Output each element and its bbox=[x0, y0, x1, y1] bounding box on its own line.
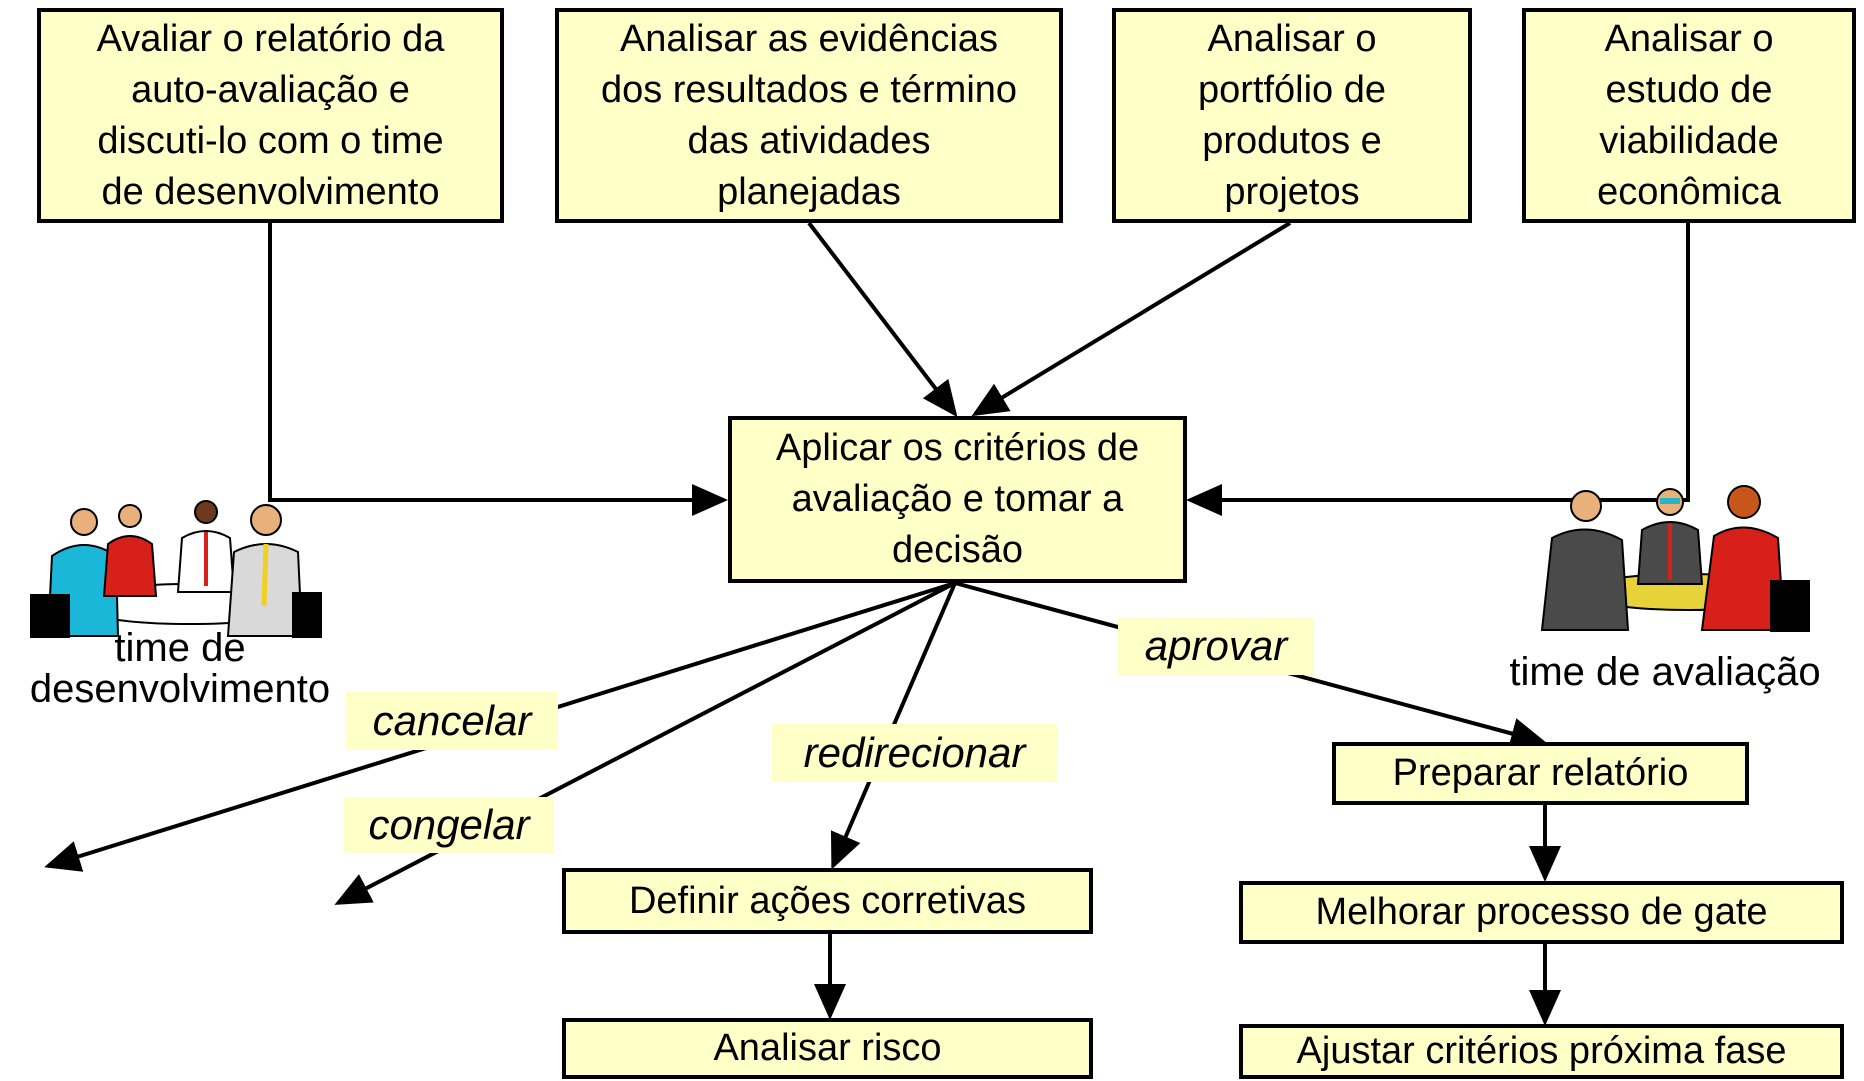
box-auto-avaliacao-text: Avaliar o relatório da auto-avaliação e … bbox=[96, 17, 445, 213]
label-aprovar: aprovar bbox=[1118, 617, 1314, 675]
box-center-decision-text: Aplicar os critérios de avaliação e toma… bbox=[775, 427, 1140, 571]
box-portfolio: Analisar o portfólio de produtos e proje… bbox=[1112, 8, 1472, 223]
box-melhorar-processo: Melhorar processo de gate bbox=[1239, 881, 1844, 944]
box-auto-avaliacao: Avaliar o relatório da auto-avaliação e … bbox=[37, 8, 504, 223]
box-center-decision: Aplicar os critérios de avaliação e toma… bbox=[728, 416, 1187, 583]
box-ajustar-criterios: Ajustar critérios próxima fase bbox=[1239, 1024, 1844, 1079]
box-preparar-relatorio-text: Preparar relatório bbox=[1392, 752, 1689, 794]
arrow-evidencias-to-center bbox=[807, 221, 958, 418]
box-viabilidade-text: Analisar o estudo de viabilidade econômi… bbox=[1597, 17, 1781, 213]
box-viabilidade: Analisar o estudo de viabilidade econômi… bbox=[1522, 8, 1856, 223]
box-melhorar-processo-text: Melhorar processo de gate bbox=[1315, 891, 1768, 933]
box-definir-acoes: Definir ações corretivas bbox=[562, 868, 1093, 934]
box-analisar-risco-text: Analisar risco bbox=[713, 1027, 942, 1069]
box-preparar-relatorio: Preparar relatório bbox=[1332, 742, 1749, 805]
box-evidencias: Analisar as evidências dos resultados e … bbox=[555, 8, 1063, 223]
arrow-portfolio-to-center bbox=[971, 221, 1292, 417]
box-ajustar-criterios-text: Ajustar critérios próxima fase bbox=[1296, 1030, 1787, 1072]
arrow-autoavaliacao-to-center bbox=[268, 223, 728, 516]
box-definir-acoes-text: Definir ações corretivas bbox=[628, 879, 1027, 922]
development-team-illustration bbox=[30, 500, 322, 638]
box-portfolio-text: Analisar o portfólio de produtos e proje… bbox=[1197, 17, 1386, 213]
label-cancelar: cancelar bbox=[346, 692, 558, 750]
label-development-team: time de desenvolvimento bbox=[29, 626, 331, 711]
box-analisar-risco: Analisar risco bbox=[562, 1018, 1093, 1079]
box-evidencias-text: Analisar as evidências dos resultados e … bbox=[600, 17, 1018, 213]
label-evaluation-team: time de avaliação bbox=[1509, 650, 1821, 694]
label-redirecionar: redirecionar bbox=[772, 724, 1057, 782]
label-congelar: congelar bbox=[344, 797, 554, 853]
arrow-viabilidade-to-center bbox=[1186, 223, 1690, 516]
evaluation-team-illustration bbox=[1540, 485, 1810, 632]
